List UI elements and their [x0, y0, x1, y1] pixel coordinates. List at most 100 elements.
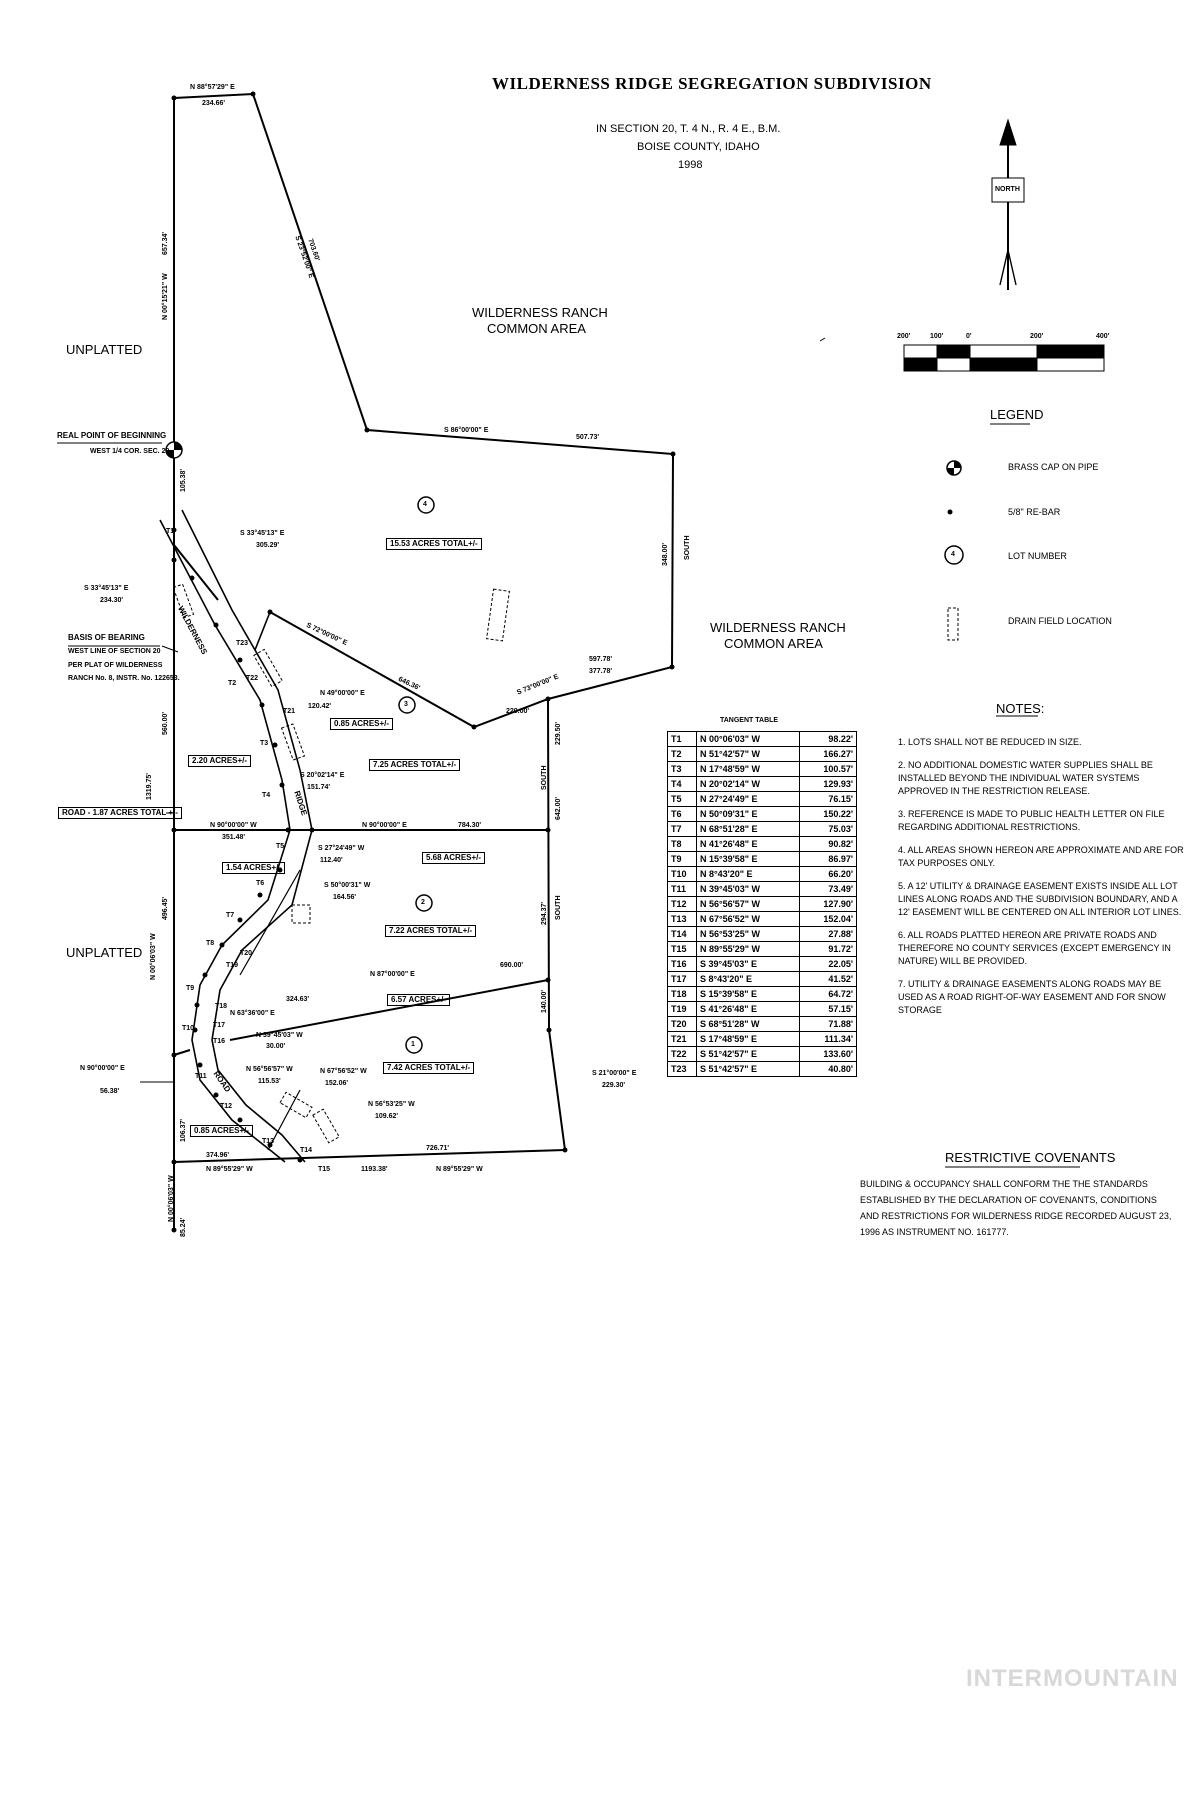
scale-label-200: 200': [1030, 333, 1044, 340]
title-line-1: IN SECTION 20, T. 4 N., R. 4 E., B.M.: [596, 123, 781, 135]
tangent-bearing: N 8°43'20" E: [696, 866, 800, 882]
dist-n39: 30.00': [266, 1043, 286, 1050]
tangent-id: T23: [667, 1061, 697, 1077]
tangent-label: T5: [276, 843, 285, 850]
scale-label-0: 0': [966, 333, 972, 340]
tangent-label: T3: [260, 740, 269, 747]
legend-title: LEGEND: [990, 407, 1044, 422]
tangent-bearing: N 20°02'14" W: [696, 776, 800, 792]
plat-title: WILDERNESS RIDGE SEGREGATION SUBDIVISION: [492, 74, 932, 93]
tangent-distance: 111.34': [799, 1031, 857, 1047]
dist-n90-mid-right: 784.30': [458, 822, 482, 829]
lot-4-number: 4: [423, 501, 427, 508]
tangent-id: T17: [667, 971, 697, 987]
tangent-distance: 98.22': [799, 731, 857, 747]
tangent-distance: 100.57': [799, 761, 857, 777]
tangent-distance: 27.88': [799, 926, 857, 942]
tangent-bearing: N 50°09'31" E: [696, 806, 800, 822]
tangent-id: T11: [667, 881, 697, 897]
east-boundary-line: [547, 698, 566, 1151]
tangent-bearing: S 17°48'59" E: [696, 1031, 800, 1047]
tangent-bearing: N 51°42'57" W: [696, 746, 800, 762]
dist-east-mid: 642.00': [555, 796, 562, 820]
bearing-s21: S 21°00'00" E: [592, 1070, 637, 1077]
tangent-label: T12: [220, 1103, 233, 1110]
tangent-distance: 40.80': [799, 1061, 857, 1077]
common-area-right-line2: COMMON AREA: [724, 636, 823, 651]
lot-3-part-a: 0.85 ACRES+/-: [330, 718, 394, 730]
bearing-s33-b: S 33°45'13" E: [84, 585, 129, 592]
bearing-s33-a: S 33°45'13" E: [240, 530, 285, 537]
tangent-label: T13: [262, 1138, 275, 1145]
tangent-id: T15: [667, 941, 697, 957]
rebar-icon: [947, 509, 953, 515]
tangent-distance: 91.72': [799, 941, 857, 957]
tangent-bearing: S 68°51'28" W: [696, 1016, 800, 1032]
lot-line-2-1: [229, 979, 549, 1041]
bearing-n90-left: N 90°00'00" E: [80, 1065, 125, 1072]
boundary-line: [173, 92, 675, 729]
tangent-distance: 22.05': [799, 956, 857, 972]
drain-field: [253, 648, 283, 688]
dist-s73-c: 220.00': [506, 708, 530, 715]
dist-west-upper: 657.34': [162, 231, 169, 255]
dist-s33-b: 234.30': [100, 597, 124, 604]
bearing-n90-mid-right: N 90°00'00" E: [362, 822, 407, 829]
covenants-title: RESTRICTIVE COVENANTS: [945, 1150, 1116, 1165]
tangent-label: T19: [226, 962, 239, 969]
tangent-bearing: N 27°24'49" E: [696, 791, 800, 807]
tangent-id: T3: [667, 761, 697, 777]
tangent-label: T8: [206, 940, 215, 947]
dist-s33-a: 305.29': [256, 542, 280, 549]
diag-line-a: [173, 544, 219, 601]
tangent-id: T13: [667, 911, 697, 927]
dist-s73-a: 597.78': [589, 656, 613, 663]
notes-list: 1. LOTS SHALL NOT BE REDUCED IN SIZE.2. …: [898, 736, 1188, 1027]
legend-lot-number-digit: 4: [951, 551, 955, 558]
drain-field: [486, 588, 510, 642]
note-item: 1. LOTS SHALL NOT BE REDUCED IN SIZE.: [898, 737, 1082, 747]
drain-field: [172, 583, 195, 619]
tangent-bearing: N 41°26'48" E: [696, 836, 800, 852]
tangent-bearing: N 68°51'28" E: [696, 821, 800, 837]
tangent-bearing: S 8°43'20" E: [696, 971, 800, 987]
lot-1-part-b: 0.85 ACRES+/-: [190, 1125, 254, 1137]
tangent-id: T9: [667, 851, 697, 867]
lot-2-part-a: 5.68 ACRES+/-: [422, 852, 486, 864]
common-area-right-line1: WILDERNESS RANCH: [710, 620, 846, 635]
north-label: NORTH: [995, 186, 1020, 193]
tangent-bearing: N 56°56'57" W: [696, 896, 800, 912]
tangent-distance: 133.60': [799, 1046, 857, 1062]
tangent-distance: 129.93': [799, 776, 857, 792]
dist-lot4-east: 348.00': [662, 542, 669, 566]
scale-label-200l: 200': [897, 333, 911, 340]
dist-s20: 151.74': [307, 784, 331, 791]
dist-west-bottom: 85.24': [180, 1217, 187, 1237]
basis-line-3: RANCH No. 8, INSTR. No. 122653.: [68, 675, 180, 682]
tangent-distance: 73.49': [799, 881, 857, 897]
dist-n56: 115.53': [258, 1078, 281, 1085]
bearing-n63: N 63°36'00" E: [230, 1010, 275, 1017]
tangent-bearing: N 15°39'58" E: [696, 851, 800, 867]
tangent-label: T4: [262, 792, 271, 799]
tangent-distance: 66.20': [799, 866, 857, 882]
bearing-east-mid: SOUTH: [555, 895, 562, 921]
tangent-label: T9: [186, 985, 195, 992]
dist-west-small: 106.37': [180, 1118, 187, 1142]
drain-field-legend: [947, 607, 959, 641]
tangent-id: T5: [667, 791, 697, 807]
